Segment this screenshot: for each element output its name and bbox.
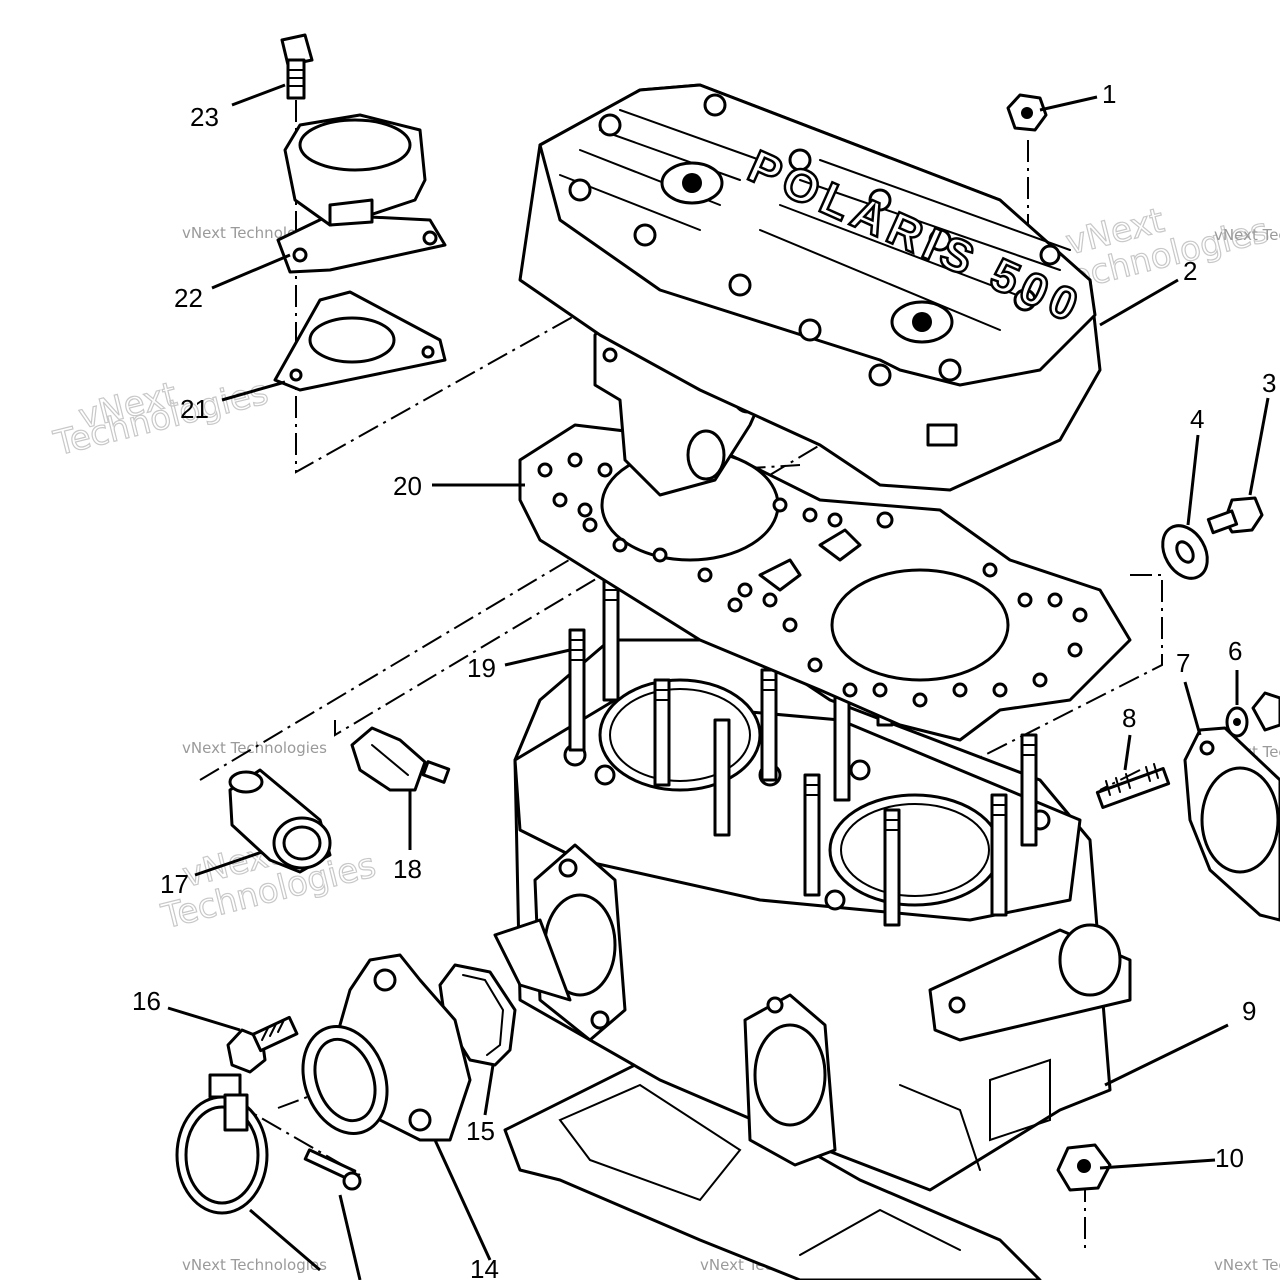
- callout-3: 3: [1262, 368, 1276, 398]
- callout-9: 9: [1242, 996, 1256, 1026]
- callout-18: 18: [393, 854, 422, 884]
- callout-4: 4: [1190, 404, 1204, 434]
- alignment-lines: [199, 100, 1163, 1250]
- callout-15: 15: [466, 1116, 495, 1146]
- cylinder-head-cover: POLARIS 500: [518, 83, 1102, 492]
- nut-10: [1056, 1143, 1112, 1192]
- callout-21: 21: [180, 394, 209, 424]
- callout-6: 6: [1228, 636, 1242, 666]
- callouts: 1 2 3 4 6 7 8 9 10 14 15 16 17 18 19 20 …: [132, 79, 1276, 1280]
- callout-14: 14: [470, 1254, 499, 1280]
- callout-23: 23: [190, 102, 219, 132]
- watermark-text: vNext Technologies: [1214, 226, 1280, 244]
- callout-20: 20: [393, 471, 422, 501]
- leader-lines: [167, 83, 1270, 1280]
- callout-17: 17: [160, 869, 189, 899]
- temperature-sensor-18: [350, 726, 451, 792]
- callout-8: 8: [1122, 703, 1136, 733]
- watermark-text: vNext Technologies: [182, 1256, 327, 1274]
- clamp-screw: [303, 1148, 362, 1191]
- nut-1: [1006, 93, 1048, 132]
- hose-clamp: [175, 1073, 269, 1215]
- bolt-16: [226, 1015, 299, 1074]
- callout-22: 22: [174, 283, 203, 313]
- callout-10: 10: [1215, 1143, 1244, 1173]
- gasket-21: [273, 290, 447, 392]
- gasket-7: [1183, 726, 1280, 922]
- watermark-text: vNext Technologies: [182, 739, 327, 757]
- washer-6: [1225, 691, 1280, 738]
- callout-19: 19: [467, 653, 496, 683]
- stud-8: [1095, 763, 1171, 809]
- callout-16: 16: [132, 986, 161, 1016]
- callout-2: 2: [1183, 256, 1197, 286]
- bolt-23: [280, 33, 314, 100]
- watermark-text: vNext Technologies: [1214, 1256, 1280, 1274]
- thermostat-housing-22: [276, 113, 447, 274]
- callout-7: 7: [1176, 648, 1190, 678]
- intake-adapter-14: [301, 953, 472, 1142]
- fitting-17: [228, 768, 332, 874]
- callout-1: 1: [1102, 79, 1116, 109]
- washer-4: [1161, 524, 1209, 580]
- bolt-3: [1206, 496, 1264, 535]
